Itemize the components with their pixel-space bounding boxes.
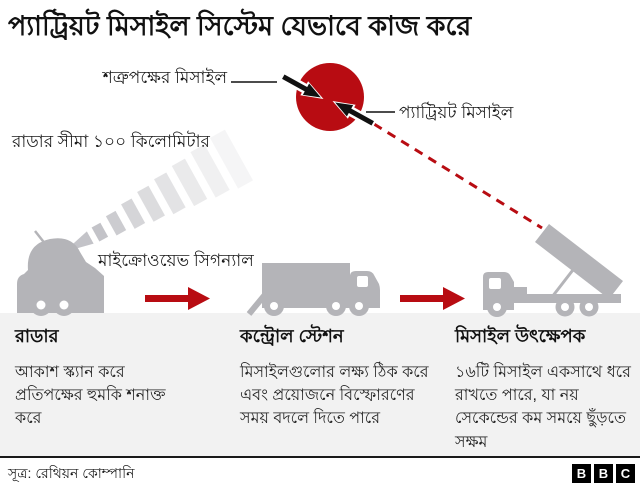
missile-launcher-heading: মিসাইল উৎক্ষেপক bbox=[455, 326, 586, 346]
radar-heading: রাডার bbox=[15, 326, 59, 346]
missile-launcher-icon bbox=[483, 224, 623, 317]
trajectory-icon bbox=[373, 122, 543, 230]
bbc-logo-block-c: C bbox=[616, 464, 635, 483]
explosion-icon bbox=[296, 63, 364, 131]
enemy-missile-icon bbox=[279, 71, 324, 99]
control-station-description: মিসাইলগুলোর লক্ষ্য ঠিক করে এবং প্রয়োজনে… bbox=[240, 364, 429, 428]
radar-column: রাডার আকাশ স্ক্যান করে প্রতিপক্ষের হুমকি… bbox=[15, 322, 175, 431]
footer-divider bbox=[0, 456, 640, 458]
enemy-missile-label: শত্রুপক্ষের মিসাইল bbox=[102, 68, 227, 87]
radar-description: আকাশ স্ক্যান করে প্রতিপক্ষের হুমকি শনাক্… bbox=[15, 364, 166, 428]
flow-arrow-icon bbox=[400, 287, 465, 310]
bbc-logo: B B C bbox=[572, 464, 635, 483]
missile-launcher-column: মিসাইল উৎক্ষেপক ১৬টি মিসাইল একসাথে ধরে র… bbox=[455, 322, 633, 454]
control-station-heading: কন্ট্রোল স্টেশন bbox=[240, 326, 344, 346]
radar-range-label: রাডার সীমা ১০০ কিলোমিটার bbox=[12, 132, 210, 151]
microwave-signal-label: মাইক্রোওয়েভ সিগন্যাল bbox=[98, 251, 254, 270]
patriot-missile-label: প্যাট্রিয়ট মিসাইল bbox=[399, 103, 514, 122]
source-credit: সূত্র: রেথিয়ন কোম্পানি bbox=[8, 465, 135, 481]
microwave-beam-icon bbox=[64, 129, 253, 252]
bbc-logo-block-b2: B bbox=[594, 464, 613, 483]
radar-vehicle-icon bbox=[17, 230, 104, 316]
description-panel bbox=[0, 313, 640, 456]
patriot-missile-icon bbox=[332, 101, 377, 129]
flow-arrow-icon bbox=[145, 287, 210, 310]
control-station-column: কন্ট্রোল স্টেশন মিসাইলগুলোর লক্ষ্য ঠিক ক… bbox=[240, 322, 430, 431]
bbc-logo-block-b1: B bbox=[572, 464, 591, 483]
missile-launcher-description: ১৬টি মিসাইল একসাথে ধরে রাখতে পারে, যা নয… bbox=[455, 364, 631, 451]
control-station-icon bbox=[246, 263, 380, 316]
page-title: প্যাট্রিয়ট মিসাইল সিস্টেম যেভাবে কাজ কর… bbox=[8, 11, 472, 41]
